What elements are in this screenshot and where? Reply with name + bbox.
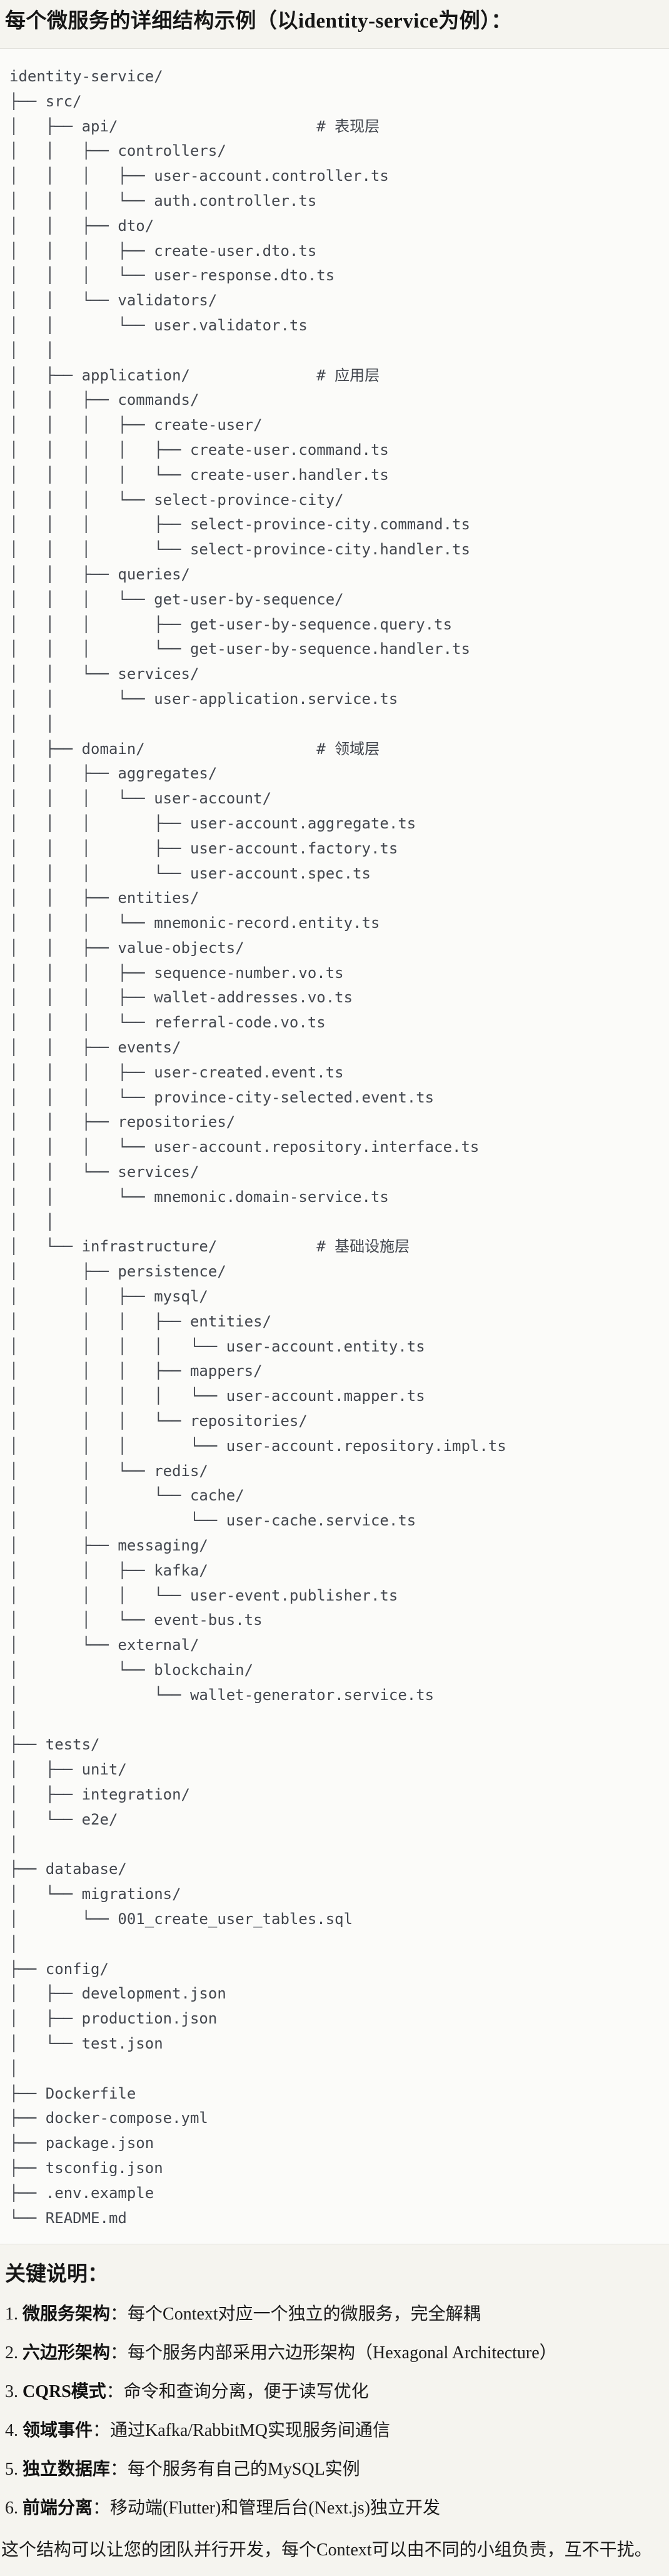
note-item-2: 2.六边形架构：每个服务内部采用六边形架构（Hexagonal Architec… [5,2339,663,2367]
note-number: 5. [5,2460,18,2480]
note-term: 微服务架构 [23,2304,111,2324]
note-term: 六边形架构 [23,2343,111,2363]
note-number: 3. [5,2382,18,2402]
note-description: ：每个Context对应一个独立的微服务，完全解耦 [110,2304,481,2324]
note-number: 4. [5,2421,18,2441]
page-title: 每个微服务的详细结构示例（以identity-service为例）： [5,10,512,33]
note-description: ：通过Kafka/RabbitMQ实现服务间通信 [93,2421,390,2441]
note-description: ：命令和查询分离，便于读写优化 [106,2382,369,2402]
note-item-4: 4.领域事件：通过Kafka/RabbitMQ实现服务间通信 [5,2417,663,2445]
note-description: ：移动端(Flutter)和管理后台(Next.js)独立开发 [93,2498,441,2518]
note-number: 2. [5,2343,18,2363]
note-item-1: 1.微服务架构：每个Context对应一个独立的微服务，完全解耦 [5,2301,663,2328]
note-term: 前端分离 [23,2498,93,2518]
note-term: 领域事件 [23,2421,93,2441]
file-tree: identity-service/ ├── src/ │ ├── api/ # … [9,68,506,2227]
note-number: 1. [5,2304,18,2324]
document: 每个微服务的详细结构示例（以identity-service为例）： ident… [0,8,669,2564]
note-term: CQRS模式 [23,2382,106,2402]
notes-footer: 这个结构可以让您的团队并行开发，每个Context可以由不同的小组负责，互不干扰… [1,2540,652,2560]
note-description: ：每个服务内部采用六边形架构（Hexagonal Architecture） [110,2343,557,2363]
note-term: 独立数据库 [23,2460,111,2480]
note-item-5: 5.独立数据库：每个服务有自己的MySQL实例 [5,2456,663,2483]
note-number: 6. [5,2498,18,2518]
notes-heading: 关键说明： [5,2263,108,2286]
note-description: ：每个服务有自己的MySQL实例 [110,2460,360,2480]
notes-list: 1.微服务架构：每个Context对应一个独立的微服务，完全解耦 2.六边形架构… [0,2301,669,2522]
note-item-3: 3.CQRS模式：命令和查询分离，便于读写优化 [5,2378,663,2406]
code-block: identity-service/ ├── src/ │ ├── api/ # … [0,48,669,2245]
note-item-6: 6.前端分离：移动端(Flutter)和管理后台(Next.js)独立开发 [5,2495,663,2522]
